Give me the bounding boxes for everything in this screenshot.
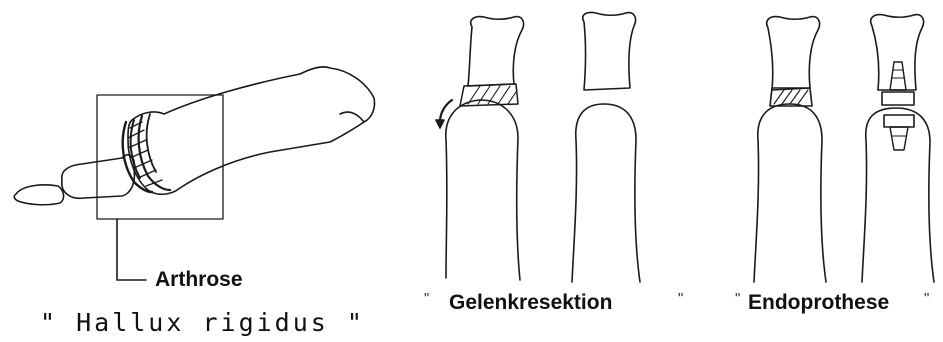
- resection-close-quote: ": [678, 290, 683, 307]
- arthrosis-leader-line: [117, 219, 146, 280]
- endo-right-lower-bone: [862, 108, 934, 282]
- metatarsal-bone: [128, 67, 375, 194]
- arthrosis-joint-surface: [123, 122, 152, 192]
- endo-left-upper-phalanx: [767, 17, 820, 90]
- arthrosis-label: Arthrose: [155, 268, 243, 292]
- endo-left-lower-bone: [754, 104, 826, 282]
- resection-before-upper-phalanx: [468, 17, 524, 86]
- hallux-toe-illustration: [14, 67, 374, 280]
- resection-after-lower-bone: [572, 104, 640, 282]
- resection-open-quote: ": [424, 290, 429, 307]
- rotation-arrow: [440, 100, 452, 122]
- resection-before-lower-bone: [446, 100, 520, 280]
- distal-phalanx: [14, 185, 63, 205]
- proximal-phalanx: [62, 155, 135, 199]
- joint-hatching: [128, 122, 162, 186]
- implant-upper-head: [882, 92, 914, 105]
- endoprosthesis-close-quote: ": [924, 290, 929, 307]
- endo-right-upper-phalanx: [871, 15, 924, 90]
- arthrosis-highlight-box: [97, 95, 223, 219]
- resection-caption: Gelenkresektion: [449, 291, 612, 315]
- resection-before-bones: [436, 17, 524, 280]
- endoprosthesis-caption: Endoprothese: [748, 291, 889, 315]
- implant-lower-head: [884, 115, 914, 127]
- resection-after-bones: [572, 12, 640, 282]
- resection-after-upper-phalanx: [583, 12, 636, 90]
- endoprosthesis-open-quote: ": [735, 290, 740, 307]
- endoprosthesis-left-bones: [754, 17, 826, 282]
- implant-lower-stem: [890, 127, 908, 150]
- implant-upper-stem: [890, 62, 906, 90]
- hallux-rigidus-caption: " Hallux rigidus ": [40, 308, 365, 337]
- endoprosthesis-right-bones: [862, 15, 934, 282]
